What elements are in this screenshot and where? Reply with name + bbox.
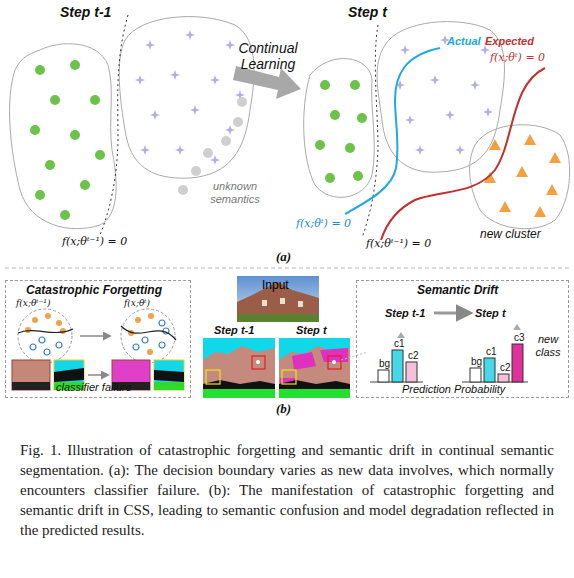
boundary-legend: Expected	[485, 35, 534, 48]
step-label: Step t	[348, 4, 387, 20]
panel-text: bg	[471, 356, 482, 368]
boundary-formula: f(x;θᵗ) = 0	[296, 218, 351, 231]
panel-text: c3	[514, 332, 525, 344]
panel-text: bg	[379, 358, 390, 370]
panel-text: Prediction Probability	[402, 383, 505, 396]
panel-text: classifier failure	[56, 381, 132, 394]
drift-panel: Semantic DriftStep t-1Step tbgc1c2bgc1c2…	[356, 280, 569, 398]
cluster-note: new cluster	[480, 228, 541, 242]
transition-label: Continual Learning	[226, 40, 310, 72]
step-label: Step t-1	[214, 324, 254, 337]
cluster-note: unknown semantics	[196, 180, 274, 205]
panel-tag: (a)	[276, 250, 291, 265]
panel-tag: (b)	[276, 402, 291, 417]
boundary-formula: f(x;θᵗ⁻¹) = 0	[366, 238, 431, 251]
panel-text: Step t-1	[385, 307, 425, 320]
panel-text: c1	[394, 338, 405, 350]
figure-caption: Fig. 1. Illustration of catastrophic for…	[20, 440, 554, 540]
panel-text: f(x;θᵗ⁻¹)	[16, 298, 50, 308]
panel-heading: Catastrophic Forgetting	[26, 284, 162, 298]
panel-text: c2	[500, 362, 511, 374]
panel-text: Step t	[475, 307, 506, 320]
panel-text: new class	[529, 333, 567, 358]
panel-text: c2	[408, 350, 419, 362]
boundary-formula: f(x;θᵗ⁻¹) = 0	[62, 236, 127, 249]
boundary-legend: Actual	[447, 35, 481, 48]
boundary-formula: f(x;θᵗ) = 0	[490, 52, 545, 65]
panel-text: c1	[486, 346, 497, 358]
panel-heading: Semantic Drift	[417, 284, 498, 298]
panel-text: f(x;θᵗ)	[124, 298, 150, 308]
step-label: Step t	[296, 324, 327, 337]
forgetting-panel: Catastrophic Forgettingf(x;θᵗ⁻¹) f(x;θᵗ) c…	[5, 280, 191, 398]
image-label: Input	[262, 279, 289, 293]
step-label: Step t-1	[60, 4, 111, 20]
